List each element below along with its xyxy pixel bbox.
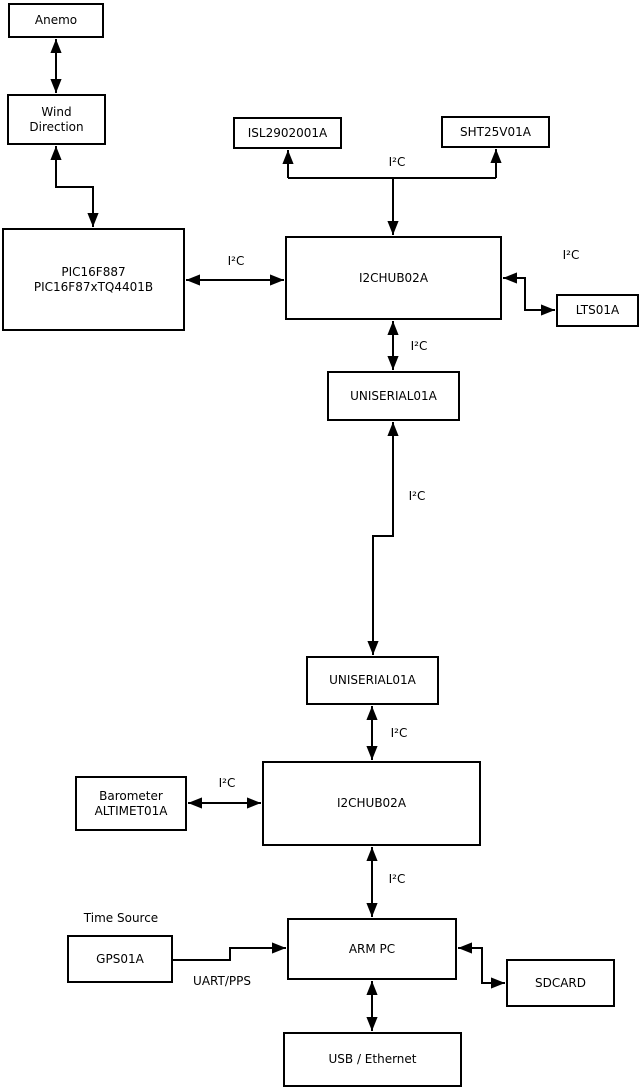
node-usb-ethernet: USB / Ethernet <box>283 1032 462 1087</box>
node-i2chub02a-top: I2CHUB02A <box>285 236 502 320</box>
edge-label-uart-pps: UART/PPS <box>193 974 251 988</box>
node-gps01a: GPS01A <box>67 935 173 983</box>
edge-armpc-sdcard <box>458 942 505 989</box>
edge-label-i2c-hub-uniserial: I²C <box>410 339 428 353</box>
node-pic16f887: PIC16F887 PIC16F87xTQ4401B <box>2 228 185 331</box>
edge-label-i2c-hub-lts: I²C <box>562 248 580 262</box>
node-barometer-altimet01a: Barometer ALTIMET01A <box>75 776 187 831</box>
node-isl2902001a: ISL2902001A <box>233 117 342 149</box>
node-arm-pc: ARM PC <box>287 918 457 980</box>
node-lts01a: LTS01A <box>556 294 639 327</box>
node-uniserial01a-bottom: UNISERIAL01A <box>306 656 439 705</box>
edge-gps-armpc <box>173 942 286 961</box>
edge-uniserial1-uniserial2 <box>367 422 399 655</box>
edge-label-i2c-barometer-hub2: I²C <box>218 776 236 790</box>
edge-label-time-source: Time Source <box>83 911 159 925</box>
edge-label-i2c-uniserial-link: I²C <box>408 489 426 503</box>
edge-label-i2c-pic-hub: I²C <box>227 254 245 268</box>
edge-label-i2c-uniserial-hub2: I²C <box>390 726 408 740</box>
edge-wind-pic <box>50 146 99 227</box>
node-anemo: Anemo <box>8 3 104 38</box>
node-sht25v01a: SHT25V01A <box>441 116 550 148</box>
node-wind-direction: Wind Direction <box>7 94 106 145</box>
edge-hub1-lts <box>503 272 555 316</box>
node-uniserial01a-top: UNISERIAL01A <box>327 371 460 421</box>
edge-label-i2c-bus: I²C <box>388 155 406 169</box>
node-sdcard: SDCARD <box>506 959 615 1007</box>
edge-label-i2c-hub2-arm: I²C <box>388 872 406 886</box>
node-i2chub02a-bottom: I2CHUB02A <box>262 761 481 846</box>
